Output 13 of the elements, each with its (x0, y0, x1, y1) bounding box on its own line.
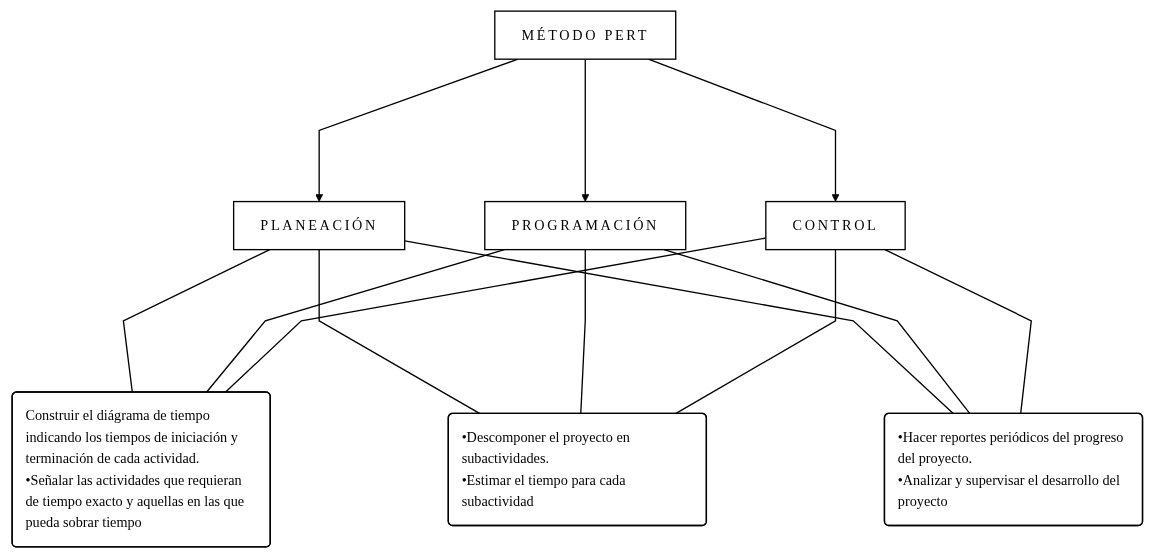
connector (404, 239, 955, 414)
node-box: PLANEACIÓN (233, 200, 406, 250)
connector (663, 248, 971, 414)
node-box: CONTROL (765, 200, 906, 250)
arrow (581, 58, 590, 202)
connector (884, 248, 1033, 414)
node-box: MÉTODO PERT (494, 9, 677, 60)
connector (224, 236, 767, 393)
arrow (315, 58, 519, 202)
connector (580, 248, 587, 414)
connector (122, 248, 271, 393)
node-box: PROGRAMACIÓN (484, 200, 687, 250)
arrow (647, 58, 840, 202)
